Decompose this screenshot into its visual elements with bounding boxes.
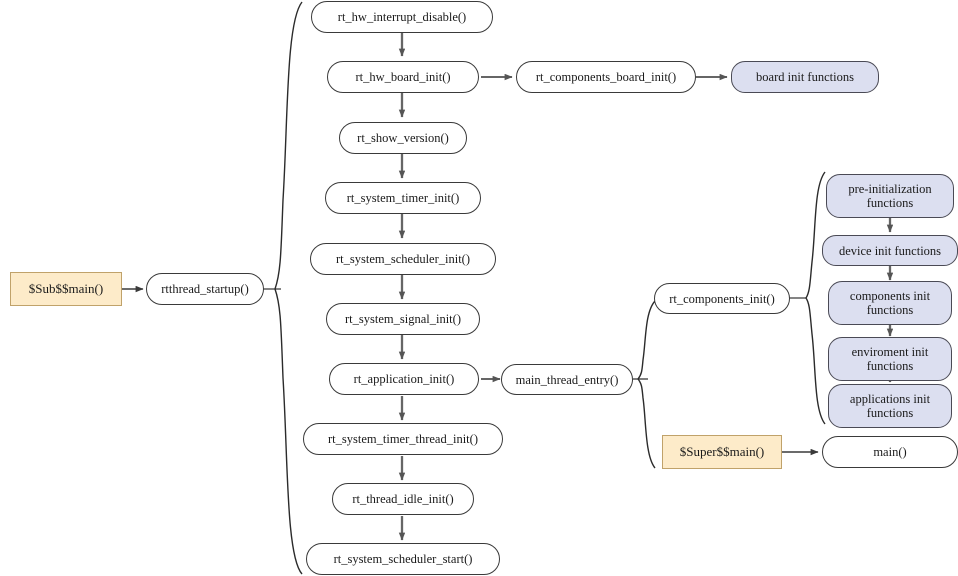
node-device-init-functions[interactable]: device init functions xyxy=(822,235,958,266)
node-rt-hw-board-init-label: rt_hw_board_init() xyxy=(355,70,451,84)
node-main-label: main() xyxy=(873,445,907,459)
node-rt-system-signal-init[interactable]: rt_system_signal_init() xyxy=(326,303,480,335)
node-components-init-functions-label: components init functions xyxy=(849,289,931,317)
node-rt-system-timer-thread-init-label: rt_system_timer_thread_init() xyxy=(328,432,478,446)
node-applications-init-functions[interactable]: applications init functions xyxy=(828,384,952,428)
node-rt-show-version-label: rt_show_version() xyxy=(357,131,449,145)
node-rt-system-scheduler-start-label: rt_system_scheduler_start() xyxy=(333,552,473,566)
node-rt-components-board-init-label: rt_components_board_init() xyxy=(535,70,677,84)
node-rt-show-version[interactable]: rt_show_version() xyxy=(339,122,467,154)
node-rt-hw-board-init[interactable]: rt_hw_board_init() xyxy=(327,61,479,93)
brace-init-functions-group xyxy=(805,171,826,425)
node-rtthread-startup-label: rtthread_startup() xyxy=(161,282,249,296)
node-rt-system-timer-thread-init[interactable]: rt_system_timer_thread_init() xyxy=(303,423,503,455)
node-rt-components-init[interactable]: rt_components_init() xyxy=(654,283,790,314)
node-sub-main-label: $Sub$$main() xyxy=(28,280,104,296)
node-main-thread-entry-label: main_thread_entry() xyxy=(515,372,619,387)
node-device-init-functions-label: device init functions xyxy=(838,243,942,258)
node-rt-system-scheduler-init[interactable]: rt_system_scheduler_init() xyxy=(310,243,496,275)
node-rt-system-signal-init-label: rt_system_signal_init() xyxy=(345,312,461,326)
node-board-init-functions-label: board init functions xyxy=(756,70,854,84)
node-sub-main[interactable]: $Sub$$main() xyxy=(10,272,122,306)
node-pre-initialization-functions[interactable]: pre-initialization functions xyxy=(826,174,954,218)
node-enviroment-init-functions-label: enviroment init functions xyxy=(851,345,929,373)
node-enviroment-init-functions[interactable]: enviroment init functions xyxy=(828,337,952,381)
node-rtthread-startup[interactable]: rtthread_startup() xyxy=(146,273,264,305)
node-rt-application-init[interactable]: rt_application_init() xyxy=(329,363,479,395)
node-super-main[interactable]: $Super$$main() xyxy=(662,435,782,469)
node-rt-system-timer-init-label: rt_system_timer_init() xyxy=(346,191,460,205)
node-rt-system-timer-init[interactable]: rt_system_timer_init() xyxy=(325,182,481,214)
node-components-init-functions[interactable]: components init functions xyxy=(828,281,952,325)
node-rt-application-init-label: rt_application_init() xyxy=(353,372,455,386)
node-board-init-functions[interactable]: board init functions xyxy=(731,61,879,93)
node-rt-thread-idle-init-label: rt_thread_idle_init() xyxy=(352,492,454,506)
node-applications-init-functions-label: applications init functions xyxy=(849,392,931,420)
node-rt-hw-interrupt-disable-label: rt_hw_interrupt_disable() xyxy=(337,10,467,24)
node-rt-components-init-label: rt_components_init() xyxy=(669,291,775,306)
node-main[interactable]: main() xyxy=(822,436,958,468)
node-rt-hw-interrupt-disable[interactable]: rt_hw_interrupt_disable() xyxy=(311,1,493,33)
node-rt-system-scheduler-init-label: rt_system_scheduler_init() xyxy=(336,252,470,266)
node-rt-thread-idle-init[interactable]: rt_thread_idle_init() xyxy=(332,483,474,515)
node-rt-components-board-init[interactable]: rt_components_board_init() xyxy=(516,61,696,93)
node-rt-system-scheduler-start[interactable]: rt_system_scheduler_start() xyxy=(306,543,500,575)
node-super-main-label: $Super$$main() xyxy=(679,443,765,459)
brace-startup-sequence xyxy=(274,1,303,575)
node-main-thread-entry[interactable]: main_thread_entry() xyxy=(501,364,633,395)
node-pre-initialization-functions-label: pre-initialization functions xyxy=(848,182,932,210)
brace-main-thread-entry-group xyxy=(637,300,656,469)
